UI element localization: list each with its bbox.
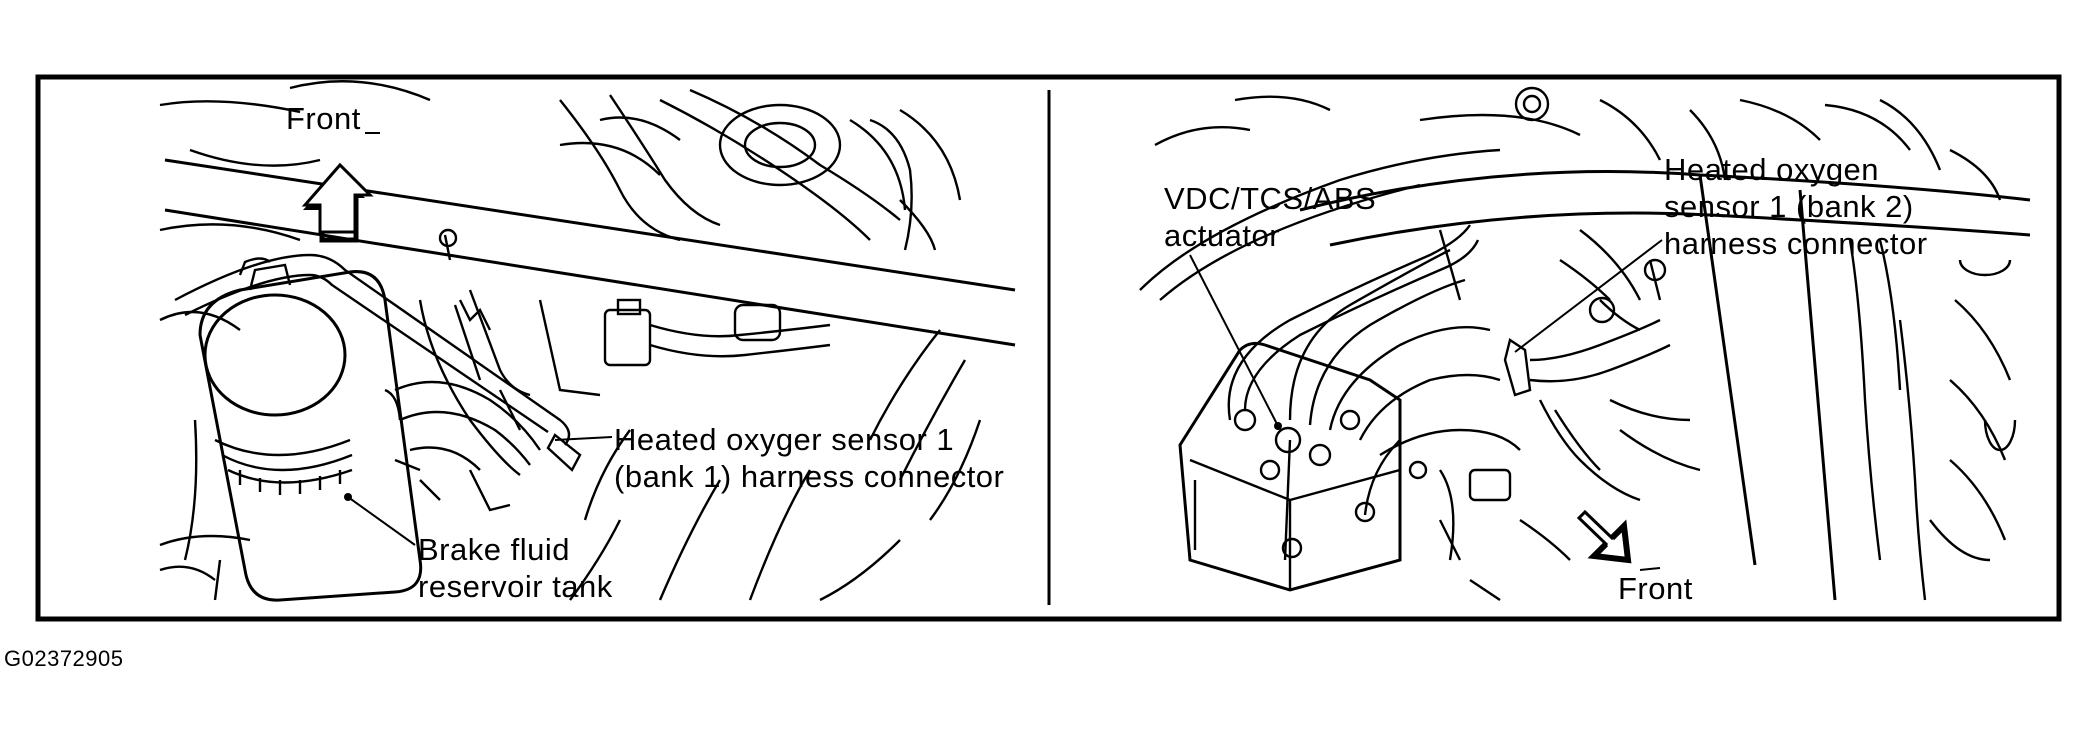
reservoir-leader-line [347, 496, 416, 546]
brake-fluid-reservoir-label: Brake fluid reservoir tank [418, 531, 613, 605]
sensor-2-label-line2: sensor 1 (bank 2) [1664, 189, 1914, 224]
figure-id: G02372905 [4, 646, 124, 671]
sensor-1-bank-2-label: Heated oxygen sensor 1 (bank 2) harness … [1664, 151, 1928, 262]
front-label-right: Front [1618, 571, 1693, 606]
sensor-1-label-line2: (bank 1) harness connector [614, 459, 1005, 494]
sensor-2-leader-line [1514, 239, 1663, 353]
left-panel-illustration [159, 80, 1016, 602]
actuator-leader-line [1189, 254, 1279, 427]
vdc-tcs-abs-actuator-label: VDC/TCS/ABS actuator [1164, 180, 1376, 254]
diagram-frame [35, 74, 2062, 622]
reservoir-label-line2: reservoir tank [418, 569, 613, 604]
sensor-1-label-line1: Heated oxyger sensor 1 [614, 422, 955, 457]
front-arrow-up-icon [301, 162, 374, 243]
front-arrow-down-right-icon [1576, 509, 1632, 564]
front-leader-line-right [1639, 567, 1661, 571]
actuator-leader-dot [1274, 422, 1282, 430]
sensor-1-bank-1-label: Heated oxyger sensor 1 (bank 1) harness … [614, 421, 1004, 495]
sensor-2-label-line3: harness connector [1664, 226, 1928, 261]
front-label-left: Front [286, 101, 361, 136]
actuator-label-line1: VDC/TCS/ABS [1164, 181, 1377, 216]
right-panel-illustration [1139, 86, 2031, 601]
reservoir-label-line1: Brake fluid [418, 532, 570, 567]
sensor-1-leader-line [554, 436, 613, 441]
sensor-2-label-line1: Heated oxygen [1664, 152, 1880, 187]
actuator-label-line2: actuator [1164, 218, 1281, 253]
